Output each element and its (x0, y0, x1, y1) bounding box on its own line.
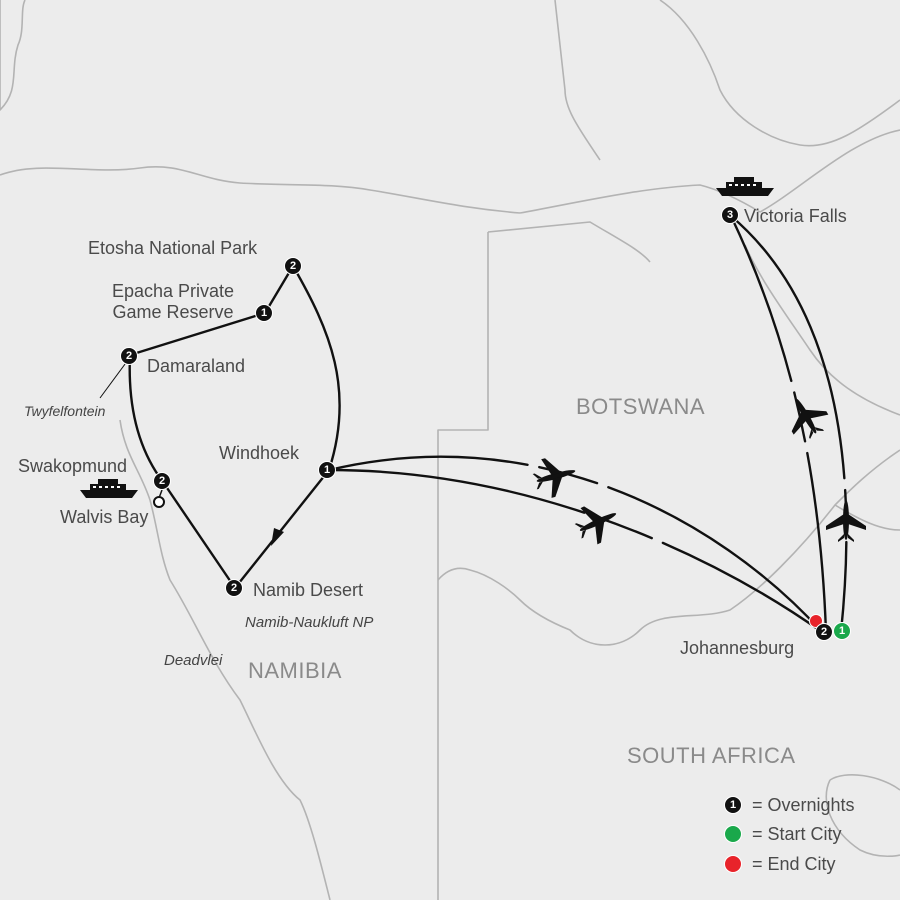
overnight-badge-namib-desert: 2 (225, 579, 243, 597)
airplane-icon (574, 506, 617, 545)
border (554, 0, 601, 161)
legend-label-start-city: = Start City (752, 823, 842, 844)
overnight-badge-victoria-falls: 3 (721, 206, 739, 224)
country-label-south-africa: SOUTH AFRICA (627, 743, 796, 768)
country-label-botswana: BOTSWANA (576, 394, 706, 419)
legend-row-start-city: = Start City (724, 823, 842, 845)
place-label-walvis-bay: Walvis Bay (60, 507, 149, 527)
place-label-namib-desert: Namib Desert (253, 580, 364, 600)
legend-end-dot (724, 855, 742, 873)
airplane-icon (826, 500, 866, 542)
border (759, 129, 900, 213)
overnight-badge-windhoek: 1 (318, 461, 336, 479)
walvis-bay-marker (153, 496, 165, 508)
border (744, 244, 900, 416)
legend-overnight-badge: 1 (724, 796, 742, 814)
place-label-deadvlei: Deadvlei (164, 652, 223, 669)
route-lines (128, 214, 848, 634)
border (659, 0, 900, 147)
border (487, 221, 651, 263)
overnight-badge-johannesburg: 2 (815, 623, 833, 641)
route-damaraland-swakopmund (128, 353, 165, 484)
coastline (0, 0, 26, 111)
legend-row-end-city: = End City (724, 853, 836, 875)
airplane-icon (791, 398, 829, 440)
airplane-icon (532, 458, 576, 498)
place-label-damaraland: Damaraland (147, 356, 246, 376)
overnight-badge-epacha: 1 (255, 304, 273, 322)
legend-label-end-city: = End City (752, 853, 836, 874)
border (519, 184, 761, 214)
country-label-namibia: NAMIBIA (248, 658, 342, 683)
coastline (0, 166, 521, 214)
place-label-namib-naukluft: Namib-Naukluft NP (245, 614, 374, 631)
flight-windhoek-johannesburg-1 (327, 455, 824, 634)
twyfelfontein-pointer (99, 359, 129, 399)
boat-icon (716, 177, 774, 196)
coastline (119, 419, 331, 900)
flight-johannesburg-victoria-falls-2 (729, 214, 848, 634)
flight-johannesburg-victoria-falls-1 (729, 214, 828, 634)
overnight-badge-etosha: 2 (284, 257, 302, 275)
place-label-etosha: Etosha National Park (88, 238, 258, 258)
legend-row-overnights: 1 = Overnights (724, 794, 855, 816)
legend-label-overnights: = Overnights (752, 794, 855, 815)
direction-arrow-icon (271, 528, 284, 546)
border (825, 774, 900, 858)
overnight-badge-swakopmund: 2 (153, 472, 171, 490)
route-epacha-damaraland (128, 311, 267, 357)
place-label-johannesburg: Johannesburg (680, 638, 795, 658)
border (437, 232, 489, 900)
route-namib-windhoek (233, 468, 331, 590)
boat-icon (80, 479, 138, 498)
place-label-windhoek: Windhoek (219, 443, 300, 463)
place-label-swakopmund: Swakopmund (18, 456, 128, 476)
place-label-epacha: Epacha Private Game Reserve (111, 281, 235, 322)
overnight-badge-damaraland: 2 (120, 347, 138, 365)
place-label-victoria-falls: Victoria Falls (744, 206, 847, 226)
start-city-marker: 1 (833, 622, 851, 640)
legend-start-dot (724, 825, 742, 843)
route-windhoek-etosha (291, 264, 341, 472)
route-swakopmund-namib (161, 480, 237, 590)
flight-windhoek-johannesburg-2 (327, 468, 824, 634)
place-label-twyfelfontein: Twyfelfontein (24, 403, 106, 419)
border (834, 504, 900, 531)
border (437, 449, 900, 646)
